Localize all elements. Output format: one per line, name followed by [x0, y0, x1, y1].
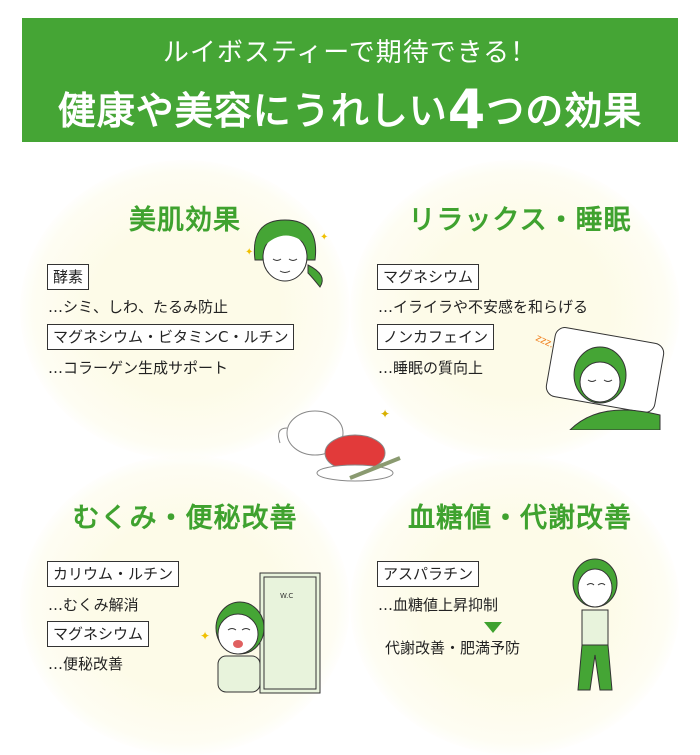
svg-text:✦: ✦ [380, 407, 390, 421]
bg-circle [350, 455, 680, 755]
effect-text: …シミ、しわ、たるみ防止 [48, 298, 229, 316]
result-text: 代謝改善・肥満予防 [385, 639, 521, 657]
section-title-swelling: むくみ・便秘改善 [72, 503, 298, 534]
door-sign: W.C [280, 592, 293, 600]
title-number: 4 [447, 78, 487, 141]
svg-text:✦: ✦ [200, 629, 210, 643]
header-subtitle: ルイボスティーで期待できる！ [162, 38, 538, 68]
section-title-bloodsugar: 血糖値・代謝改善 [408, 503, 632, 534]
svg-text:✦: ✦ [245, 247, 253, 258]
effect-text: …便秘改善 [48, 655, 124, 673]
bg-circle [20, 160, 350, 460]
section-title-relax: リラックス・睡眠 [408, 205, 632, 236]
effect-text: …むくみ解消 [48, 596, 139, 614]
header-banner: ルイボスティーで期待できる！ 健康や美容にうれしい4つの効果 [22, 18, 678, 142]
toilet-door-illustration: W.C ✦ [200, 572, 321, 694]
ingredient-tag: マグネシウム [377, 264, 480, 290]
ingredient-tag: ノンカフェイン [377, 324, 495, 350]
svg-text:✦: ✦ [320, 232, 328, 243]
effect-text: …睡眠の質向上 [378, 359, 484, 377]
header-title: 健康や美容にうれしい4つの効果 [22, 78, 678, 141]
stretching-woman-illustration [572, 558, 618, 691]
title-suffix: つの効果 [486, 89, 643, 133]
effect-text: …イライラや不安感を和らげる [378, 298, 589, 316]
title-prefix: 健康や美容にうれしい [57, 89, 448, 133]
arrow-down-icon [484, 622, 502, 633]
ingredient-tag: アスパラチン [377, 561, 480, 587]
ingredient-tag: カリウム・ルチン [47, 561, 180, 587]
woman-skin-illustration: ✦✦ [245, 219, 328, 288]
effect-text: …血糖値上昇抑制 [378, 596, 499, 614]
section-title-skin: 美肌効果 [129, 205, 241, 236]
ingredient-tag: マグネシウム [47, 621, 150, 647]
sleeping-woman-illustration: zzz... [534, 327, 665, 430]
ingredient-tag: マグネシウム・ビタミンC・ルチン [47, 324, 295, 350]
ingredient-tag: 酵素 [47, 264, 90, 290]
effect-text: …コラーゲン生成サポート [48, 359, 229, 377]
teapot-illustration: ✦ [278, 407, 401, 482]
